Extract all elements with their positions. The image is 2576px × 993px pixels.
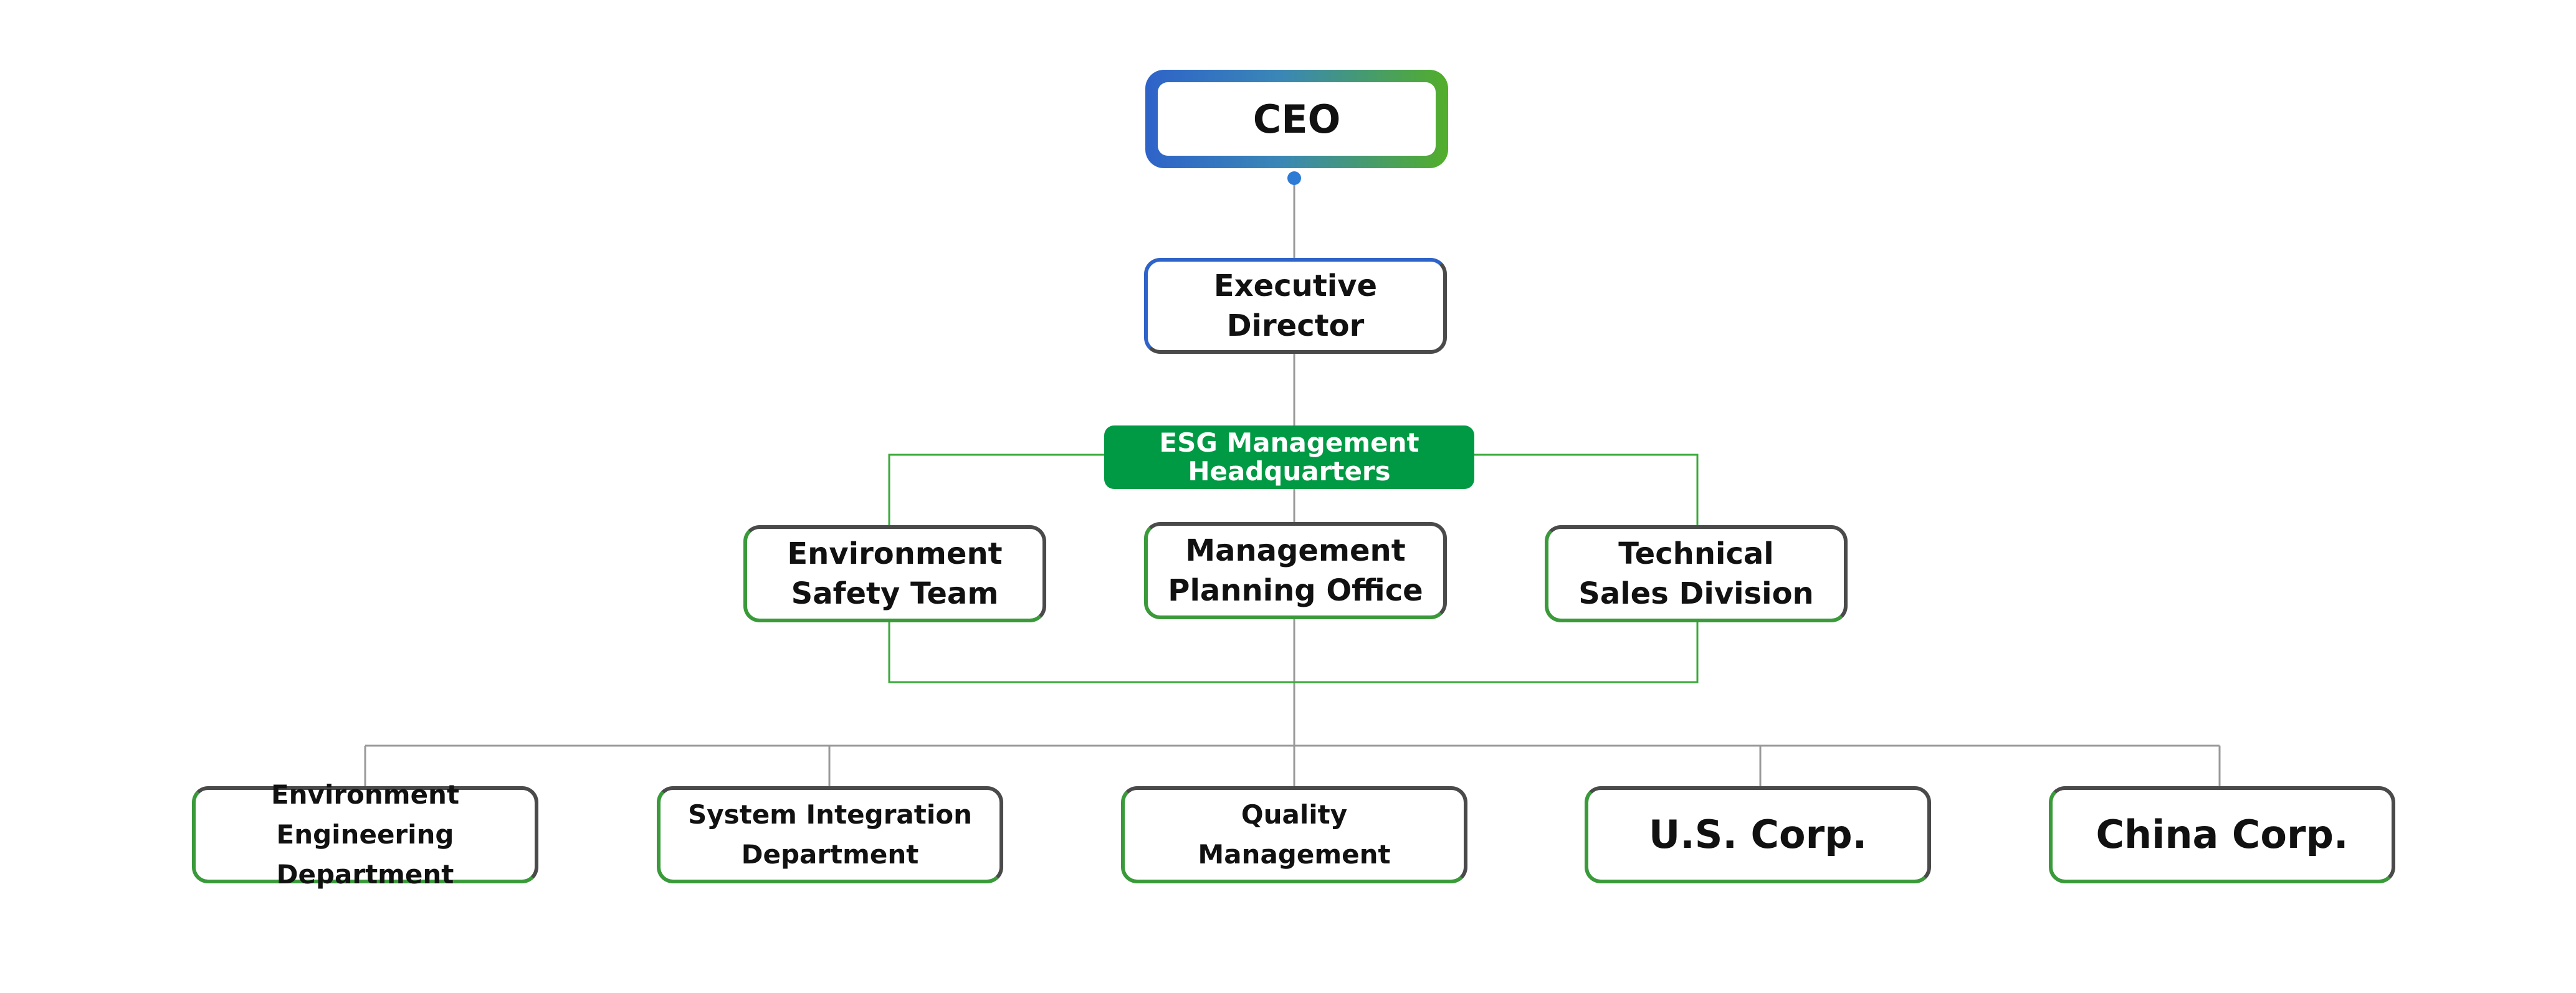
env-eng-label-line2: Engineering Department: [276, 819, 454, 890]
ceo-connector-dot: [1287, 171, 1301, 185]
env-safety-label-line1: Environment: [787, 536, 1003, 571]
china-corp-label: China Corp.: [2096, 812, 2349, 857]
quality-label-line2: Management: [1198, 839, 1391, 870]
executive-director-label-line1: Executive: [1213, 268, 1378, 303]
env-safety-label-line2: Safety Team: [791, 576, 999, 611]
technical-sales-division-node: Technical Sales Division: [1545, 525, 1848, 622]
environment-engineering-department-node: Environment Engineering Department: [192, 779, 538, 890]
planning-office-label-line1: Management: [1185, 533, 1406, 568]
china-corp-node: China Corp.: [2049, 786, 2395, 883]
connector-esg-tech-sales: [1474, 454, 1699, 525]
tech-sales-label-line2: Sales Division: [1578, 576, 1814, 611]
planning-office-label-line2: Planning Office: [1168, 573, 1423, 608]
quality-management-node: Quality Management: [1121, 786, 1467, 883]
ceo-node: CEO: [1145, 70, 1448, 168]
quality-label-line1: Quality: [1241, 799, 1348, 830]
management-planning-office-node: Management Planning Office: [1144, 522, 1447, 619]
tech-sales-label-line1: Technical: [1618, 536, 1774, 571]
esg-label-line2: Headquarters: [1188, 456, 1391, 487]
esg-label-line1: ESG Management: [1159, 427, 1419, 458]
sys-int-label-line2: Department: [741, 839, 919, 870]
ceo-label: CEO: [1158, 82, 1436, 156]
sys-int-label-line1: System Integration: [687, 799, 972, 830]
executive-director-node: Executive Director: [1144, 258, 1447, 354]
env-eng-label-line1: Environment: [270, 779, 460, 810]
us-corp-label: U.S. Corp.: [1648, 812, 1868, 857]
esg-management-headquarters-node: ESG Management Headquarters: [1104, 425, 1474, 489]
connector-green-bottom-loop: [888, 622, 1699, 683]
system-integration-department-node: System Integration Department: [657, 786, 1003, 883]
executive-director-label-line2: Director: [1226, 308, 1365, 343]
us-corp-node: U.S. Corp.: [1585, 786, 1931, 883]
connector-esg-env-safety: [888, 454, 1104, 525]
environment-safety-team-node: Environment Safety Team: [743, 525, 1046, 622]
